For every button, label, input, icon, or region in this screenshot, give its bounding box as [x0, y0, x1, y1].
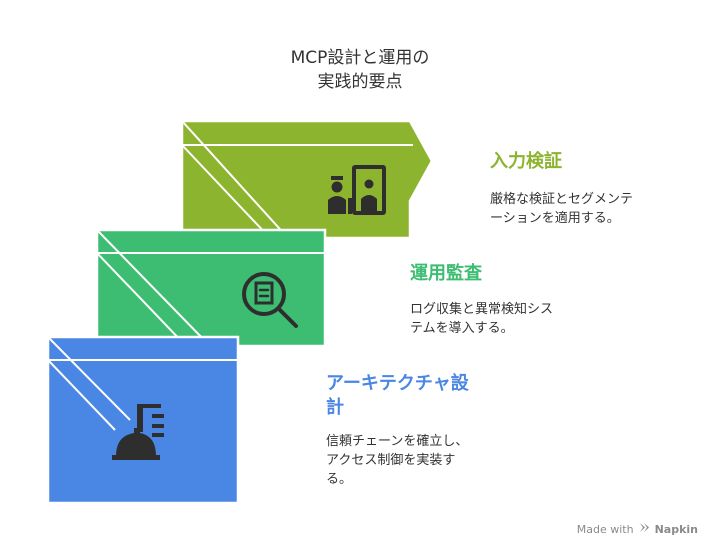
hard-hat-building-icon — [112, 404, 164, 460]
step-input-validation-description: 厳格な検証とセグメンテ ーションを適用する。 — [490, 190, 633, 228]
step-operational-audit-description: ログ収集と異常検知シス テムを導入する。 — [410, 300, 553, 338]
napkin-logo-icon — [639, 522, 650, 536]
step-architecture-design-description: 信頼チェーンを確立し、 アクセス制御を実装す る。 — [326, 432, 468, 489]
heading-line: 計 — [326, 397, 344, 418]
heading-line: アーキテクチャ設 — [326, 373, 469, 394]
description-line: 信頼チェーンを確立し、 — [326, 434, 469, 449]
description-line: テムを導入する。 — [410, 321, 514, 336]
security-checkpoint-icon — [328, 165, 386, 215]
step-architecture-design-block — [46, 335, 240, 505]
magnifier-document-icon — [242, 272, 298, 328]
diagram-title: MCP設計と運用の 実践的要点 — [0, 46, 720, 94]
step-input-validation-block — [180, 119, 434, 240]
description-line: る。 — [326, 472, 353, 487]
step-architecture-design-heading: アーキテクチャ設 計 — [326, 372, 469, 420]
step-operational-audit-block — [95, 228, 327, 348]
step-input-validation-heading: 入力検証 — [490, 151, 562, 172]
footer-brand: Napkin — [654, 522, 698, 536]
title-line-1: MCP設計と運用の — [290, 48, 430, 68]
title-line-2: 実践的要点 — [317, 72, 403, 92]
description-line: ーションを適用する。 — [490, 211, 620, 226]
made-with-napkin-footer: Made with Napkin — [577, 522, 698, 536]
description-line: 厳格な検証とセグメンテ — [490, 192, 634, 207]
description-line: アクセス制御を実装す — [326, 453, 456, 468]
step-operational-audit-heading: 運用監査 — [410, 263, 482, 284]
footer-prefix: Made with — [576, 522, 634, 536]
description-line: ログ収集と異常検知シス — [410, 302, 554, 317]
